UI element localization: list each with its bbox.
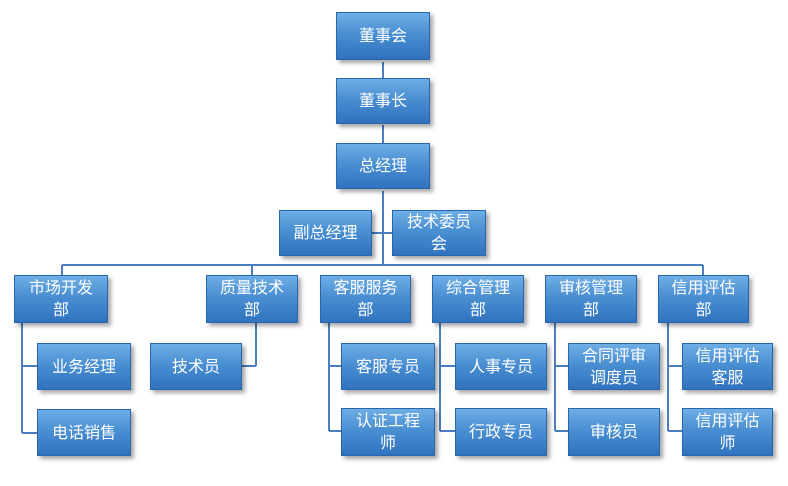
node-technician: 技术员 xyxy=(150,343,242,390)
node-general-administration-dept: 综合管理 部 xyxy=(432,275,524,323)
node-credit-evaluation-service: 信用评估 客服 xyxy=(682,343,773,390)
node-quality-technology-dept: 质量技术 部 xyxy=(206,275,298,323)
node-hr-specialist: 人事专员 xyxy=(455,343,547,390)
node-customer-service-specialist: 客服专员 xyxy=(341,343,435,390)
node-phone-sales: 电话销售 xyxy=(37,409,131,456)
node-chairman: 董事长 xyxy=(336,78,430,124)
node-certification-engineer: 认证工程 师 xyxy=(341,408,435,456)
node-credit-evaluation-dept: 信用评估 部 xyxy=(658,275,749,323)
node-general-manager: 总经理 xyxy=(336,143,430,189)
node-technical-committee: 技术委员 会 xyxy=(392,210,486,256)
node-credit-evaluator: 信用评估 师 xyxy=(682,408,773,456)
node-admin-specialist: 行政专员 xyxy=(455,408,547,456)
node-contract-review-scheduler: 合同评审 调度员 xyxy=(568,343,660,390)
node-customer-service-dept: 客服服务 部 xyxy=(320,275,411,323)
node-deputy-general-manager: 副总经理 xyxy=(279,210,372,256)
node-business-manager: 业务经理 xyxy=(37,343,131,390)
node-auditor: 审核员 xyxy=(568,408,660,456)
node-board: 董事会 xyxy=(336,12,430,60)
node-audit-management-dept: 审核管理 部 xyxy=(545,275,637,323)
node-market-development-dept: 市场开发 部 xyxy=(14,275,108,323)
